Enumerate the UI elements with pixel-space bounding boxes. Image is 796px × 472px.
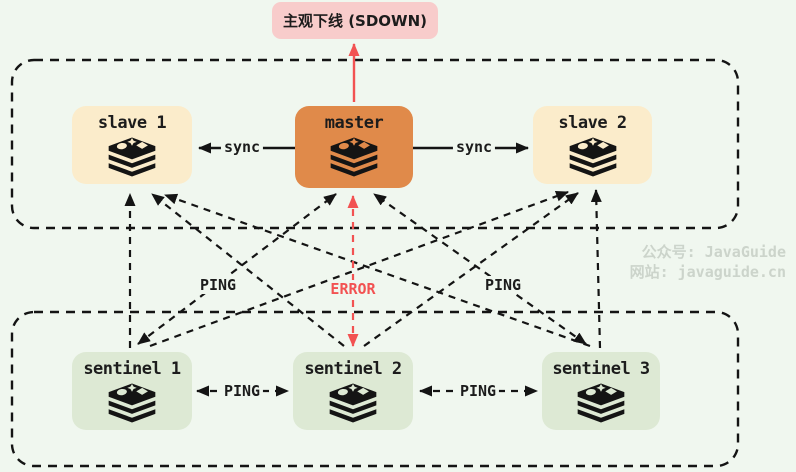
redis-icon (107, 382, 157, 424)
server-group-border (10, 58, 740, 230)
slave2-node: slave 2 (533, 106, 652, 184)
slave1-node: slave 1 (72, 106, 192, 184)
error-label: ERROR (327, 280, 379, 298)
edge-sentinel3-slave1 (164, 193, 591, 348)
redis-icon (576, 382, 626, 424)
ping-upper-right-label: PING (481, 276, 525, 294)
sync-right-label: sync (452, 138, 496, 156)
sentinel3-label: sentinel 3 (552, 359, 650, 379)
edge-sentinel3-master (373, 193, 587, 345)
edge-sentinel1-master (137, 193, 337, 345)
ping-sentinel2-sentinel3-label: PING (456, 382, 500, 400)
sync-left-label: sync (220, 138, 264, 156)
ping-upper-left-label: PING (196, 276, 240, 294)
edge-sentinel2-slave1 (151, 193, 345, 347)
edge-sentinel3-slave2 (590, 189, 602, 349)
slave2-label: slave 2 (558, 113, 627, 133)
watermark-line1: 公众号: JavaGuide (641, 243, 786, 261)
sentinel2-node: sentinel 2 (293, 352, 413, 430)
master-node: master (295, 106, 413, 188)
sentinel3-node: sentinel 3 (542, 352, 660, 430)
edge-sentinel2-slave2 (363, 192, 579, 347)
sentinel2-label: sentinel 2 (304, 359, 402, 379)
sentinel1-node: sentinel 1 (72, 352, 192, 430)
sdown-banner-label: 主观下线 (SDOWN) (282, 12, 428, 30)
slave1-label: slave 1 (97, 113, 167, 133)
redis-icon (329, 136, 379, 178)
watermark: 公众号: JavaGuide 网站: javaguide.cn (630, 242, 786, 282)
redis-icon (328, 382, 378, 424)
master-label: master (324, 113, 384, 133)
redis-icon (107, 136, 157, 178)
sentinel1-label: sentinel 1 (83, 359, 181, 379)
watermark-line2: 网站: javaguide.cn (629, 263, 786, 281)
redis-icon (568, 136, 618, 178)
ping-sentinel1-sentinel2-label: PING (220, 382, 264, 400)
sdown-banner: 主观下线 (SDOWN) (272, 2, 438, 39)
edge-sentinel1-slave2 (149, 190, 569, 348)
